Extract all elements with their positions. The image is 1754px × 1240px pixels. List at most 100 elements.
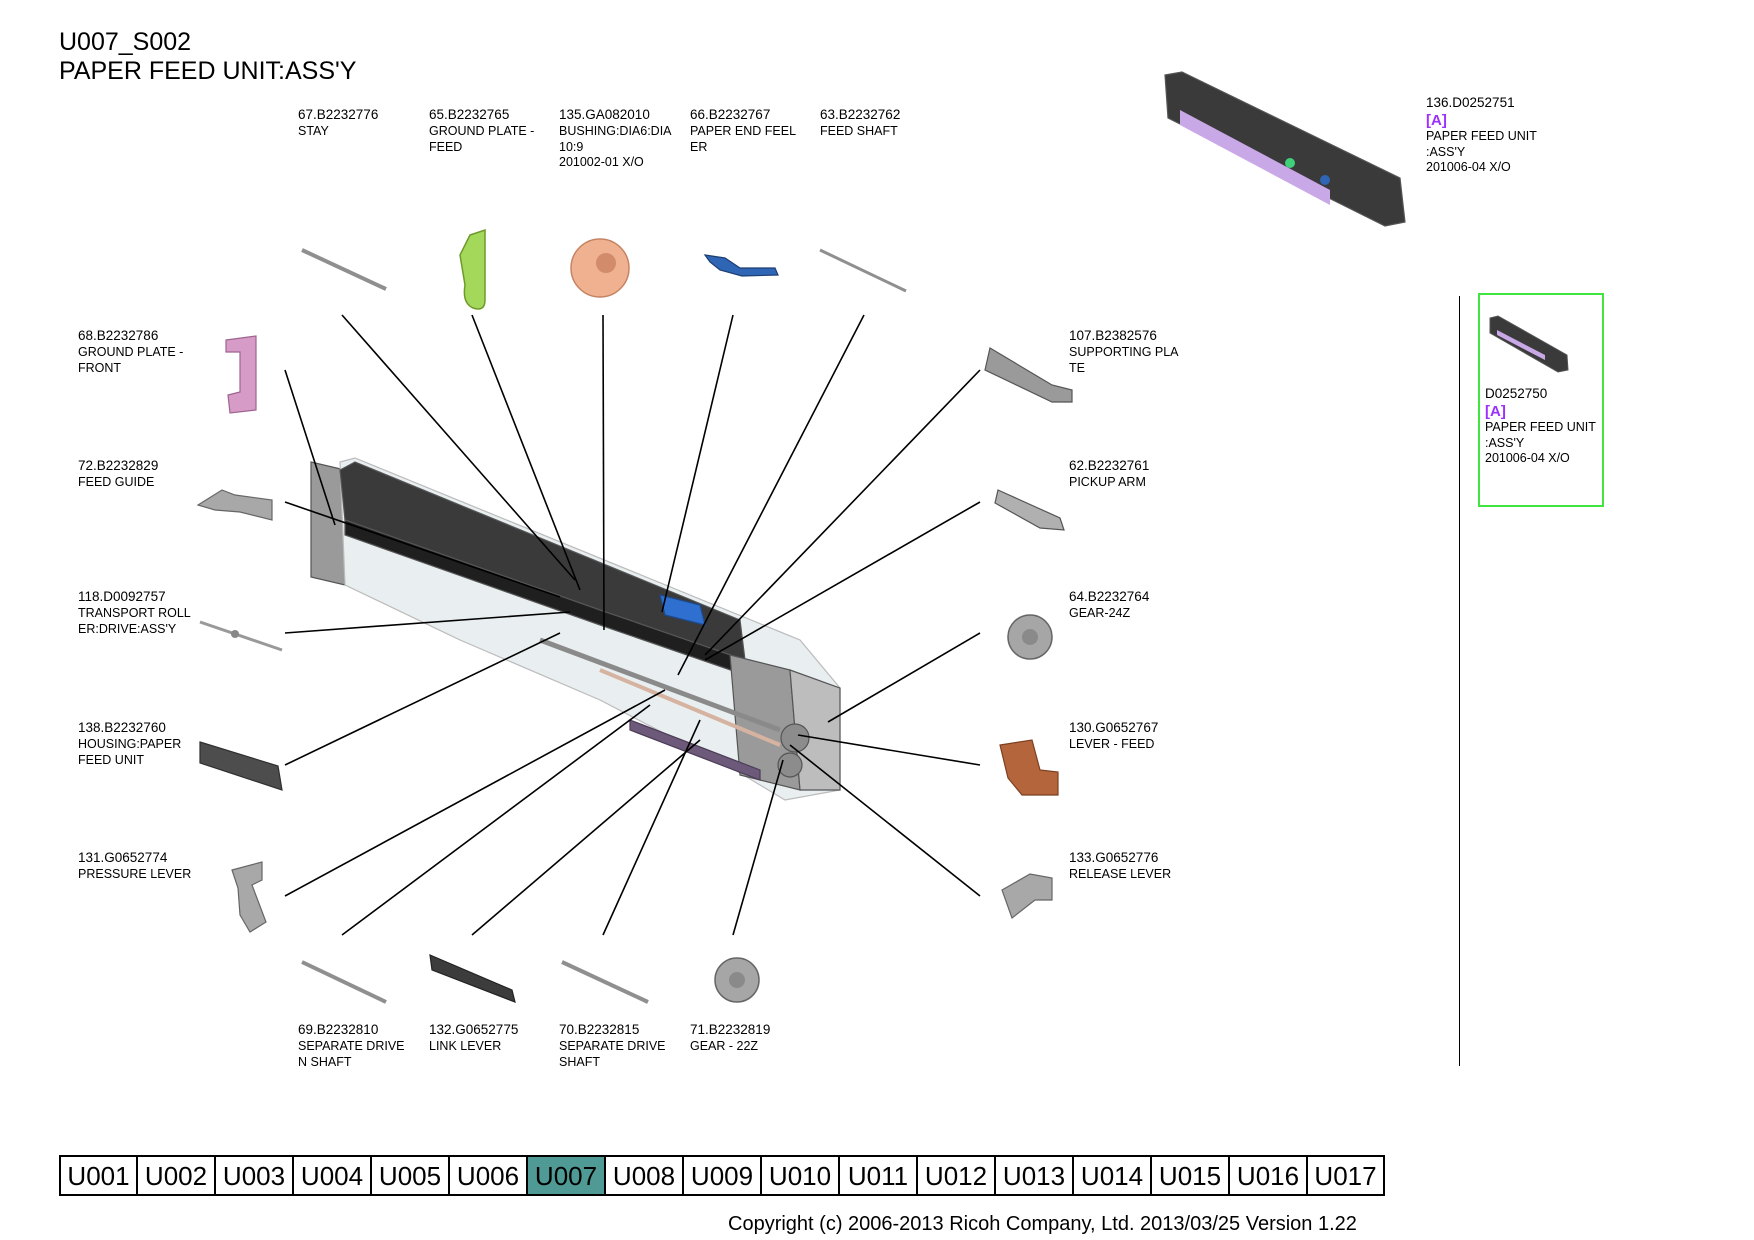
part-description: N SHAFT: [298, 1054, 352, 1069]
related-description: :ASS'Y: [1485, 435, 1525, 450]
gear-22z-icon: [714, 957, 760, 1003]
part-label-pickup-arm[interactable]: 62.B2232761 PICKUP ARM: [1069, 457, 1149, 491]
page-header: U007_S002 PAPER FEED UNIT:ASS'Y: [59, 28, 356, 86]
transport-roller-icon: [199, 620, 283, 652]
part-description: FEED SHAFT: [820, 124, 898, 138]
nav-tab-u004[interactable]: U004: [293, 1155, 371, 1196]
part-number: 71.B2232819: [690, 1022, 771, 1037]
part-number: 72.B2232829: [78, 458, 159, 473]
part-label-lever-feed[interactable]: 130.G0652767 LEVER - FEED: [1069, 719, 1158, 753]
part-description: HOUSING:PAPER: [78, 737, 182, 751]
part-thumbnails: [196, 71, 1569, 1004]
part-label-feed-shaft[interactable]: 63.B2232762 FEED SHAFT: [820, 106, 900, 140]
separate-drive-shaft-icon: [561, 960, 649, 1004]
side-divider: [1459, 296, 1460, 1066]
part-description: RELEASE LEVER: [1069, 867, 1172, 881]
part-number: 118.D0092757: [78, 589, 166, 604]
part-label-transport-roller[interactable]: 118.D0092757 TRANSPORT ROLL ER:DRIVE:ASS…: [78, 588, 191, 637]
page-title: PAPER FEED UNIT:ASS'Y: [59, 57, 357, 85]
related-unit-thumbnail-icon: [1489, 315, 1569, 373]
bushing-icon: [570, 238, 630, 298]
part-number: 138.B2232760: [78, 720, 166, 735]
assembly-description: :ASS'Y: [1426, 144, 1466, 159]
part-label-pressure-lever[interactable]: 131.G0652774 PRESSURE LEVER: [78, 849, 191, 883]
copyright-footer: Copyright (c) 2006-2013 Ricoh Company, L…: [728, 1213, 1357, 1235]
part-label-ground-plate-feed[interactable]: 65.B2232765 GROUND PLATE - FEED: [429, 106, 534, 155]
part-description: ER: [690, 139, 708, 154]
nav-tab-u012[interactable]: U012: [917, 1155, 995, 1196]
assembly-description: 201006-04 X/O: [1426, 160, 1511, 174]
assembly-part-number: 136.D0252751: [1426, 95, 1515, 110]
assembly-label[interactable]: 136.D0252751 [A] PAPER FEED UNIT :ASS'Y …: [1426, 94, 1537, 176]
nav-tab-u005[interactable]: U005: [371, 1155, 449, 1196]
part-number: 131.G0652774: [78, 850, 168, 865]
paper-end-feeler-icon: [703, 254, 779, 277]
part-description: PICKUP ARM: [1069, 475, 1146, 489]
unit-navigation: U001 U002 U003 U004 U005 U006 U007 U008 …: [59, 1155, 1385, 1196]
part-description: GROUND PLATE -: [429, 124, 535, 138]
part-label-housing[interactable]: 138.B2232760 HOUSING:PAPER FEED UNIT: [78, 719, 181, 768]
nav-tab-u010[interactable]: U010: [761, 1155, 839, 1196]
nav-tab-u015[interactable]: U015: [1151, 1155, 1229, 1196]
part-label-feed-guide[interactable]: 72.B2232829 FEED GUIDE: [78, 457, 158, 491]
nav-tab-u007[interactable]: U007: [527, 1155, 605, 1196]
nav-tab-u017[interactable]: U017: [1307, 1155, 1385, 1196]
part-number: 70.B2232815: [559, 1022, 640, 1037]
link-lever-icon: [429, 954, 516, 1003]
nav-tab-u002[interactable]: U002: [137, 1155, 215, 1196]
part-label-separate-drive-shaft[interactable]: 70.B2232815 SEPARATE DRIVE SHAFT: [559, 1021, 666, 1070]
part-number: 107.B2382576: [1069, 328, 1157, 343]
part-number: 68.B2232786: [78, 328, 159, 343]
nav-tab-u009[interactable]: U009: [683, 1155, 761, 1196]
part-description: LEVER - FEED: [1069, 737, 1155, 751]
separate-drive-n-shaft-icon: [301, 960, 387, 1004]
part-label-stay[interactable]: 67.B2232776 STAY: [298, 106, 378, 140]
housing-icon: [199, 741, 283, 791]
part-label-gear-22z[interactable]: 71.B2232819 GEAR - 22Z: [690, 1021, 770, 1055]
part-description: ER:DRIVE:ASS'Y: [78, 621, 177, 636]
part-label-link-lever[interactable]: 132.G0652775 LINK LEVER: [429, 1021, 518, 1055]
related-description: PAPER FEED UNIT: [1485, 420, 1596, 434]
part-number: 67.B2232776: [298, 107, 379, 122]
assembly-description: PAPER FEED UNIT: [1426, 129, 1537, 143]
assembly-tag: [A]: [1426, 112, 1447, 129]
part-number: 130.G0652767: [1069, 720, 1159, 735]
nav-tab-u014[interactable]: U014: [1073, 1155, 1151, 1196]
part-label-ground-plate-front[interactable]: 68.B2232786 GROUND PLATE - FRONT: [78, 327, 183, 376]
part-description: FRONT: [78, 360, 122, 375]
part-description: SEPARATE DRIVE: [298, 1039, 405, 1053]
related-tag: [A]: [1485, 403, 1506, 420]
part-number: 63.B2232762: [820, 107, 901, 122]
stay-icon: [301, 248, 387, 291]
nav-tab-u013[interactable]: U013: [995, 1155, 1073, 1196]
part-label-bushing[interactable]: 135.GA082010 BUSHING:DIA6:DIA 10:9 20100…: [559, 106, 672, 171]
nav-tab-u003[interactable]: U003: [215, 1155, 293, 1196]
part-description: 201002-01 X/O: [559, 155, 644, 169]
part-label-paper-end-feeler[interactable]: 66.B2232767 PAPER END FEEL ER: [690, 106, 796, 155]
part-description: LINK LEVER: [429, 1039, 502, 1053]
related-unit-label: D0252750 [A] PAPER FEED UNIT :ASS'Y 2010…: [1485, 385, 1596, 467]
nav-tab-u001[interactable]: U001: [59, 1155, 137, 1196]
nav-tab-u006[interactable]: U006: [449, 1155, 527, 1196]
pressure-lever-icon: [231, 861, 267, 933]
nav-tab-u011[interactable]: U011: [839, 1155, 917, 1196]
part-number: 66.B2232767: [690, 107, 771, 122]
nav-tab-u016[interactable]: U016: [1229, 1155, 1307, 1196]
feed-shaft-icon: [819, 248, 907, 293]
part-number: 64.B2232764: [1069, 589, 1150, 604]
part-description: FEED UNIT: [78, 752, 144, 767]
part-description: SHAFT: [559, 1054, 600, 1069]
part-label-separate-drive-n-shaft[interactable]: 69.B2232810 SEPARATE DRIVE N SHAFT: [298, 1021, 405, 1070]
related-unit-box[interactable]: D0252750 [A] PAPER FEED UNIT :ASS'Y 2010…: [1478, 293, 1604, 507]
part-description: FEED: [429, 139, 463, 154]
part-label-gear-24z[interactable]: 64.B2232764 GEAR-24Z: [1069, 588, 1149, 622]
part-description: STAY: [298, 124, 329, 138]
part-label-supporting-plate[interactable]: 107.B2382576 SUPPORTING PLA TE: [1069, 327, 1179, 376]
part-description: TRANSPORT ROLL: [78, 606, 191, 620]
ground-plate-feed-icon: [459, 228, 486, 310]
nav-tab-u008[interactable]: U008: [605, 1155, 683, 1196]
part-description: GEAR - 22Z: [690, 1039, 759, 1053]
part-label-release-lever[interactable]: 133.G0652776 RELEASE LEVER: [1069, 849, 1171, 883]
lever-feed-icon: [999, 739, 1059, 796]
related-description: 201006-04 X/O: [1485, 451, 1570, 465]
